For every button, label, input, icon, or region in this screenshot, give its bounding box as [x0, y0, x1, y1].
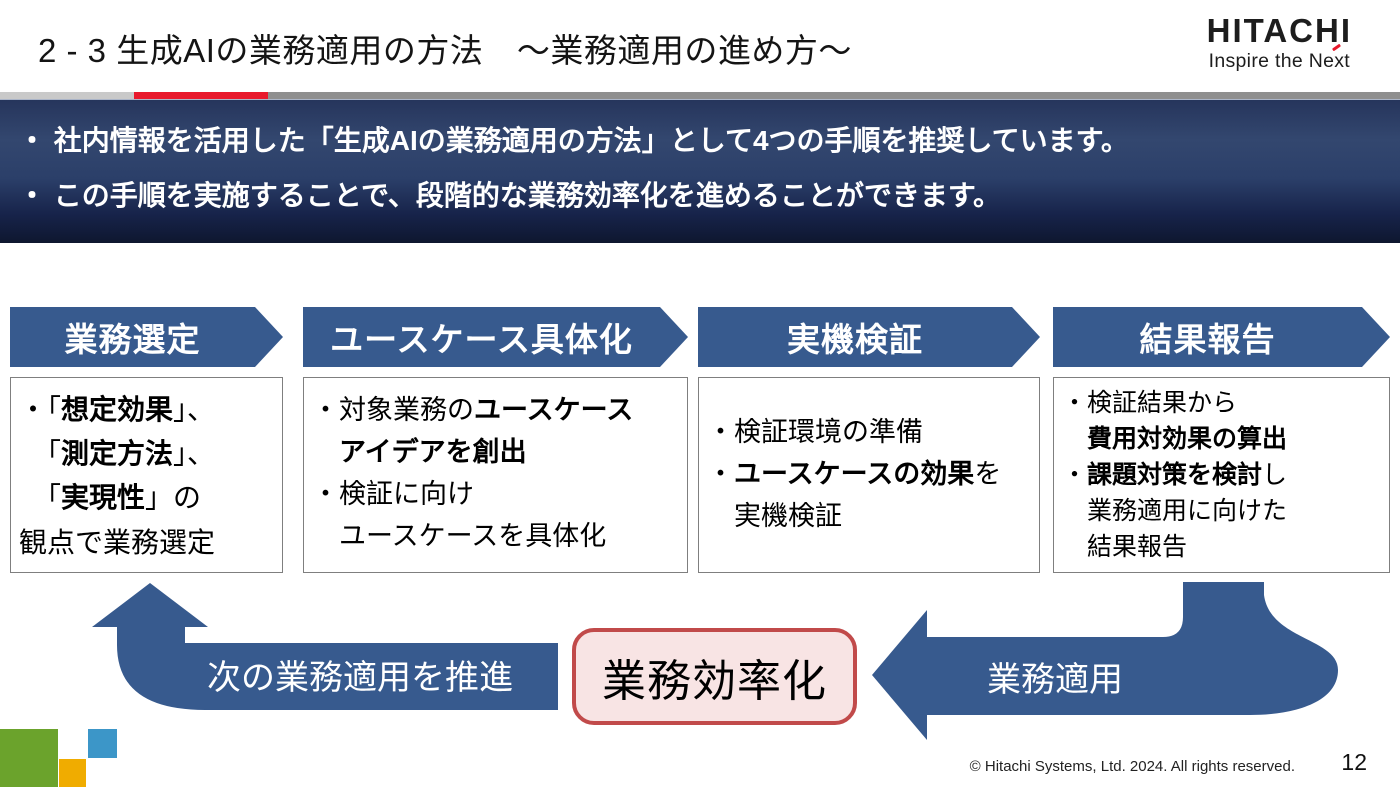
efficiency-result-label: 業務効率化	[602, 656, 827, 706]
text-line: ・課題対策を検討し	[1062, 461, 1288, 489]
step-header-jikki-kensho: 実機検証	[698, 307, 1040, 367]
text-line: ・対象業務のユースケース	[312, 395, 634, 425]
page-title: 2 - 3 生成AIの業務適用の方法 ～業務適用の進め方～	[38, 32, 852, 69]
efficiency-result-box: 業務効率化	[572, 628, 857, 725]
loop-flow-graphic	[92, 582, 1338, 740]
title-divider	[0, 92, 1400, 99]
banner-bullet-1: ・ 社内情報を活用した「生成AIの業務適用の方法」として4つの手順を推奨していま…	[18, 125, 1129, 156]
step-detail-box-1: ・「想定効果」、 「測定方法」、 「実現性」の観点で業務選定	[10, 377, 283, 573]
text-line: ・検証に向け	[312, 478, 474, 509]
text-line: ・検証結果から	[1062, 389, 1238, 417]
business-application-label: 業務適用	[987, 661, 1123, 699]
divider-segment-red	[134, 92, 268, 99]
text-line: 観点で業務選定	[19, 526, 216, 558]
step-header-usecase-gutaika: ユースケース具体化	[303, 307, 688, 367]
text-line: 費用対効果の算出	[1087, 425, 1288, 453]
hitachi-tagline-text: Inspire the Next	[1208, 49, 1350, 72]
text-line: 業務適用に向けた	[1062, 497, 1288, 525]
text-line: 「実現性」の	[19, 482, 202, 514]
decor-square-yellow	[59, 759, 86, 787]
text-line: 「測定方法」、	[19, 438, 216, 470]
step-header-gyomu-sentei: 業務選定	[10, 307, 283, 367]
loop-arrow-left-up	[92, 583, 558, 710]
text-line: 結果報告	[1062, 533, 1188, 561]
step-detail-box-4: ・検証結果から 費用対効果の算出・課題対策を検討し 業務適用に向けた 結果報告	[1053, 377, 1390, 573]
next-application-label: 次の業務適用を推進	[207, 659, 513, 697]
copyright-text: © Hitachi Systems, Ltd. 2024. All rights…	[969, 758, 1295, 775]
hitachi-tagline: Inspire the Next	[1207, 43, 1352, 73]
step-detail-box-3: ・検証環境の準備・ユースケースの効果を 実機検証	[698, 377, 1040, 573]
divider-segment-light	[0, 92, 134, 99]
decor-square-blue	[88, 729, 117, 758]
step-detail-box-2: ・対象業務のユースケース アイデアを創出・検証に向け ユースケースを具体化	[303, 377, 688, 573]
hitachi-wordmark: HITACHI	[1206, 12, 1352, 49]
hitachi-logo: HITACHI Inspire the Next	[1206, 12, 1352, 73]
loop-arrow-right-down	[872, 582, 1338, 740]
text-line: ・検証環境の準備	[707, 417, 923, 448]
summary-banner: ・ 社内情報を活用した「生成AIの業務適用の方法」として4つの手順を推奨していま…	[0, 99, 1400, 243]
text-line: ・ユースケースの効果を	[707, 459, 1002, 490]
divider-segment-gray	[268, 92, 1400, 99]
banner-bullet-2: ・ この手順を実施することで、段階的な業務効率化を進めることができます。	[18, 179, 1002, 211]
text-line: 実機検証	[707, 500, 842, 531]
text-line: ユースケースを具体化	[312, 520, 607, 551]
step-header-kekka-hokoku: 結果報告	[1053, 307, 1390, 367]
text-line: アイデアを創出	[339, 436, 527, 467]
text-line: ・「想定効果」、	[19, 394, 216, 425]
decor-square-green	[0, 729, 58, 787]
page-number: 12	[1341, 749, 1367, 775]
